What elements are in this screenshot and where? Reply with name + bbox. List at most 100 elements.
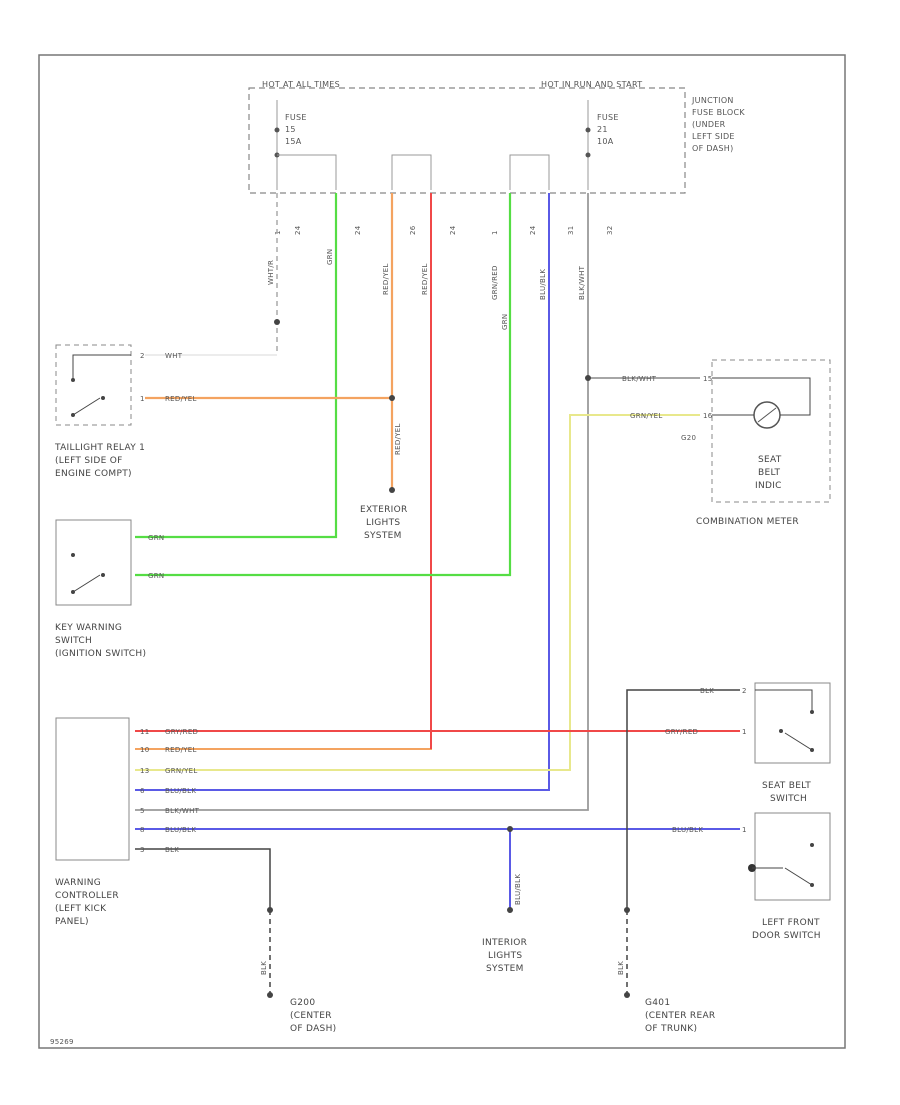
wire-label-ctrl-red-yel: RED/YEL [165,746,197,754]
wire-label-blu-blk: BLU/BLK [539,269,547,300]
door-switch-label-1: LEFT FRONT [762,918,820,928]
wire-label-ctrl-gry-red: GRY/RED [165,728,198,736]
warning-controller-label-2: CONTROLLER [55,891,119,901]
door-pin: 1 [742,826,747,834]
wire-grn: GRN GRN [135,193,338,542]
wire-label-wht-r: WHT/R [267,260,275,285]
wire-label-ctrl-grn-yel: GRN/YEL [165,767,198,775]
warning-controller: 11 10 13 6 5 8 3 WARNING CONTROLLER (LEF… [55,717,150,927]
warning-controller-label-3: (LEFT KICK [55,904,107,914]
taillight-relay: 2 1 TAILLIGHT RELAY 1 (LEFT SIDE OF ENGI… [54,344,145,479]
ground-left-label-1: G200 [290,998,315,1008]
exterior-lights-label-1: EXTERIOR [360,505,408,515]
exterior-lights-system: EXTERIOR LIGHTS SYSTEM [360,505,408,541]
meter-connector: G20 [681,434,696,442]
seat-belt-pin-top: 2 [742,687,747,695]
fuse-block-label-3: (UNDER [692,120,726,129]
fuse-left-label-2: 15 [285,125,296,134]
wire-blk-ground-left: BLK BLK [135,846,273,998]
controller-pin: 11 [140,728,150,736]
controller-pin: 10 [140,746,150,754]
wire-label-seat-gry-red: GRY/RED [665,728,698,736]
wire-label-ground-blk-right: BLK [617,961,625,975]
taillight-relay-label-2: (LEFT SIDE OF [55,456,123,466]
meter-pin-top: 15 [703,375,713,383]
combination-meter-label: COMBINATION METER [696,517,799,527]
seat-belt-switch-label-2: SWITCH [770,794,807,804]
fuse-left-label-1: FUSE [285,113,307,122]
interior-lights-label-3: SYSTEM [486,964,524,974]
pin-label: 24 [449,225,457,235]
wire-label-red-yel-2: RED/YEL [394,423,402,455]
door-switch-label-2: DOOR SWITCH [752,931,821,941]
interior-lights-label-1: INTERIOR [482,938,527,948]
meter-pin-bottom: 16 [703,412,713,420]
fuse-block-pins: 1 24 24 26 24 1 24 31 32 [274,225,614,235]
wire-gry-red: GRY/RED GRY/RED RED/YEL [135,728,740,754]
outer-frame [38,54,846,1049]
pin-label: 24 [529,225,537,235]
seat-belt-indic-label-2: BELT [758,468,781,478]
seat-belt-indic-label-3: INDIC [755,481,782,491]
wire-blk-ground-right: BLK BLK [617,687,740,998]
seat-belt-pin-mid: 1 [742,728,747,736]
taillight-relay-label-3: ENGINE COMPT) [55,469,132,479]
wire-label-grn-red: GRN/RED [491,265,499,300]
interior-lights-system: INTERIOR LIGHTS SYSTEM [482,938,527,974]
taillight-relay-label-1: TAILLIGHT RELAY 1 [54,443,145,453]
fuse-right-label-2: 21 [597,125,608,134]
controller-pin: 6 [140,787,145,795]
fuse-right-label-1: FUSE [597,113,619,122]
fuse-right-label-3: 10A [597,137,614,146]
pin-label: 32 [606,225,614,235]
fuse-left-label-3: 15A [285,137,302,146]
wire-label-ctrl-blk: BLK [165,846,179,854]
exterior-lights-label-3: SYSTEM [364,531,402,541]
key-warning-label-3: (IGNITION SWITCH) [55,649,146,659]
controller-pin: 3 [140,846,145,854]
wire-label-blk-wht: BLK/WHT [578,265,586,300]
warning-controller-label-4: PANEL) [55,917,89,927]
key-warning-label-2: SWITCH [55,636,92,646]
combination-meter: 15 16 G20 SEAT BELT INDIC COMBINATION ME… [681,359,831,527]
wire-label-ground-blk-left: BLK [260,961,268,975]
pin-label: 26 [409,225,417,235]
wire-label-door-blu-blk: BLU/BLK [672,826,703,834]
wire-label-grn-key: GRN [148,534,164,542]
seat-belt-switch-label-1: SEAT BELT [762,781,811,791]
wire-label-ctrl-blk-wht: BLK/WHT [165,807,200,815]
wire-label-grn-yel: GRN/YEL [630,412,663,420]
wire-red-yel: RED/YEL RED/YEL RED/YEL [145,193,402,493]
exterior-lights-label-2: LIGHTS [366,518,400,528]
fuse-block-label-4: LEFT SIDE [692,132,735,141]
pin-label: 1 [274,230,282,235]
hot-at-all-times-label: HOT AT ALL TIMES [262,80,340,89]
wire-label-red-yel: RED/YEL [382,263,390,295]
wire-label-grn-key-2: GRN [148,572,164,580]
interior-lights-label-2: LIGHTS [488,951,522,961]
ground-left-label-3: OF DASH) [290,1024,336,1034]
ground-left-label-2: (CENTER [290,1011,332,1021]
diagram-id: 95269 [50,1038,74,1046]
ground-right-label-2: (CENTER REAR [645,1011,715,1021]
relay-pin-top: 2 [140,352,145,360]
wire-blu-blk: BLU/BLK BLU/BLK [135,193,550,795]
wire-wht: WHT/R WHT [145,193,280,360]
junction-fuse-block: HOT AT ALL TIMES HOT IN RUN AND START FU… [248,80,745,194]
key-warning-switch: KEY WARNING SWITCH (IGNITION SWITCH) [55,519,146,659]
wire-label-grn: GRN [326,249,334,265]
fuse-right-symbol [585,127,591,133]
wire-blk-wht: BLK/WHT BLK/WHT BLK/WHT [135,193,700,815]
key-warning-label-1: KEY WARNING [55,623,122,633]
wire-label-ctrl-blu-blk-2: BLU/BLK [165,826,196,834]
fuse-left-symbol [274,127,280,133]
wire-label-relay-red-yel: RED/YEL [165,395,197,403]
wire-label-seat-blk: BLK [700,687,714,695]
wire-label-ctrl-blu-blk: BLU/BLK [165,787,196,795]
controller-pin: 5 [140,807,145,815]
controller-pin: 13 [140,767,150,775]
ground-right-label-3: OF TRUNK) [645,1024,697,1034]
ground-right-label-1: G401 [645,998,670,1008]
